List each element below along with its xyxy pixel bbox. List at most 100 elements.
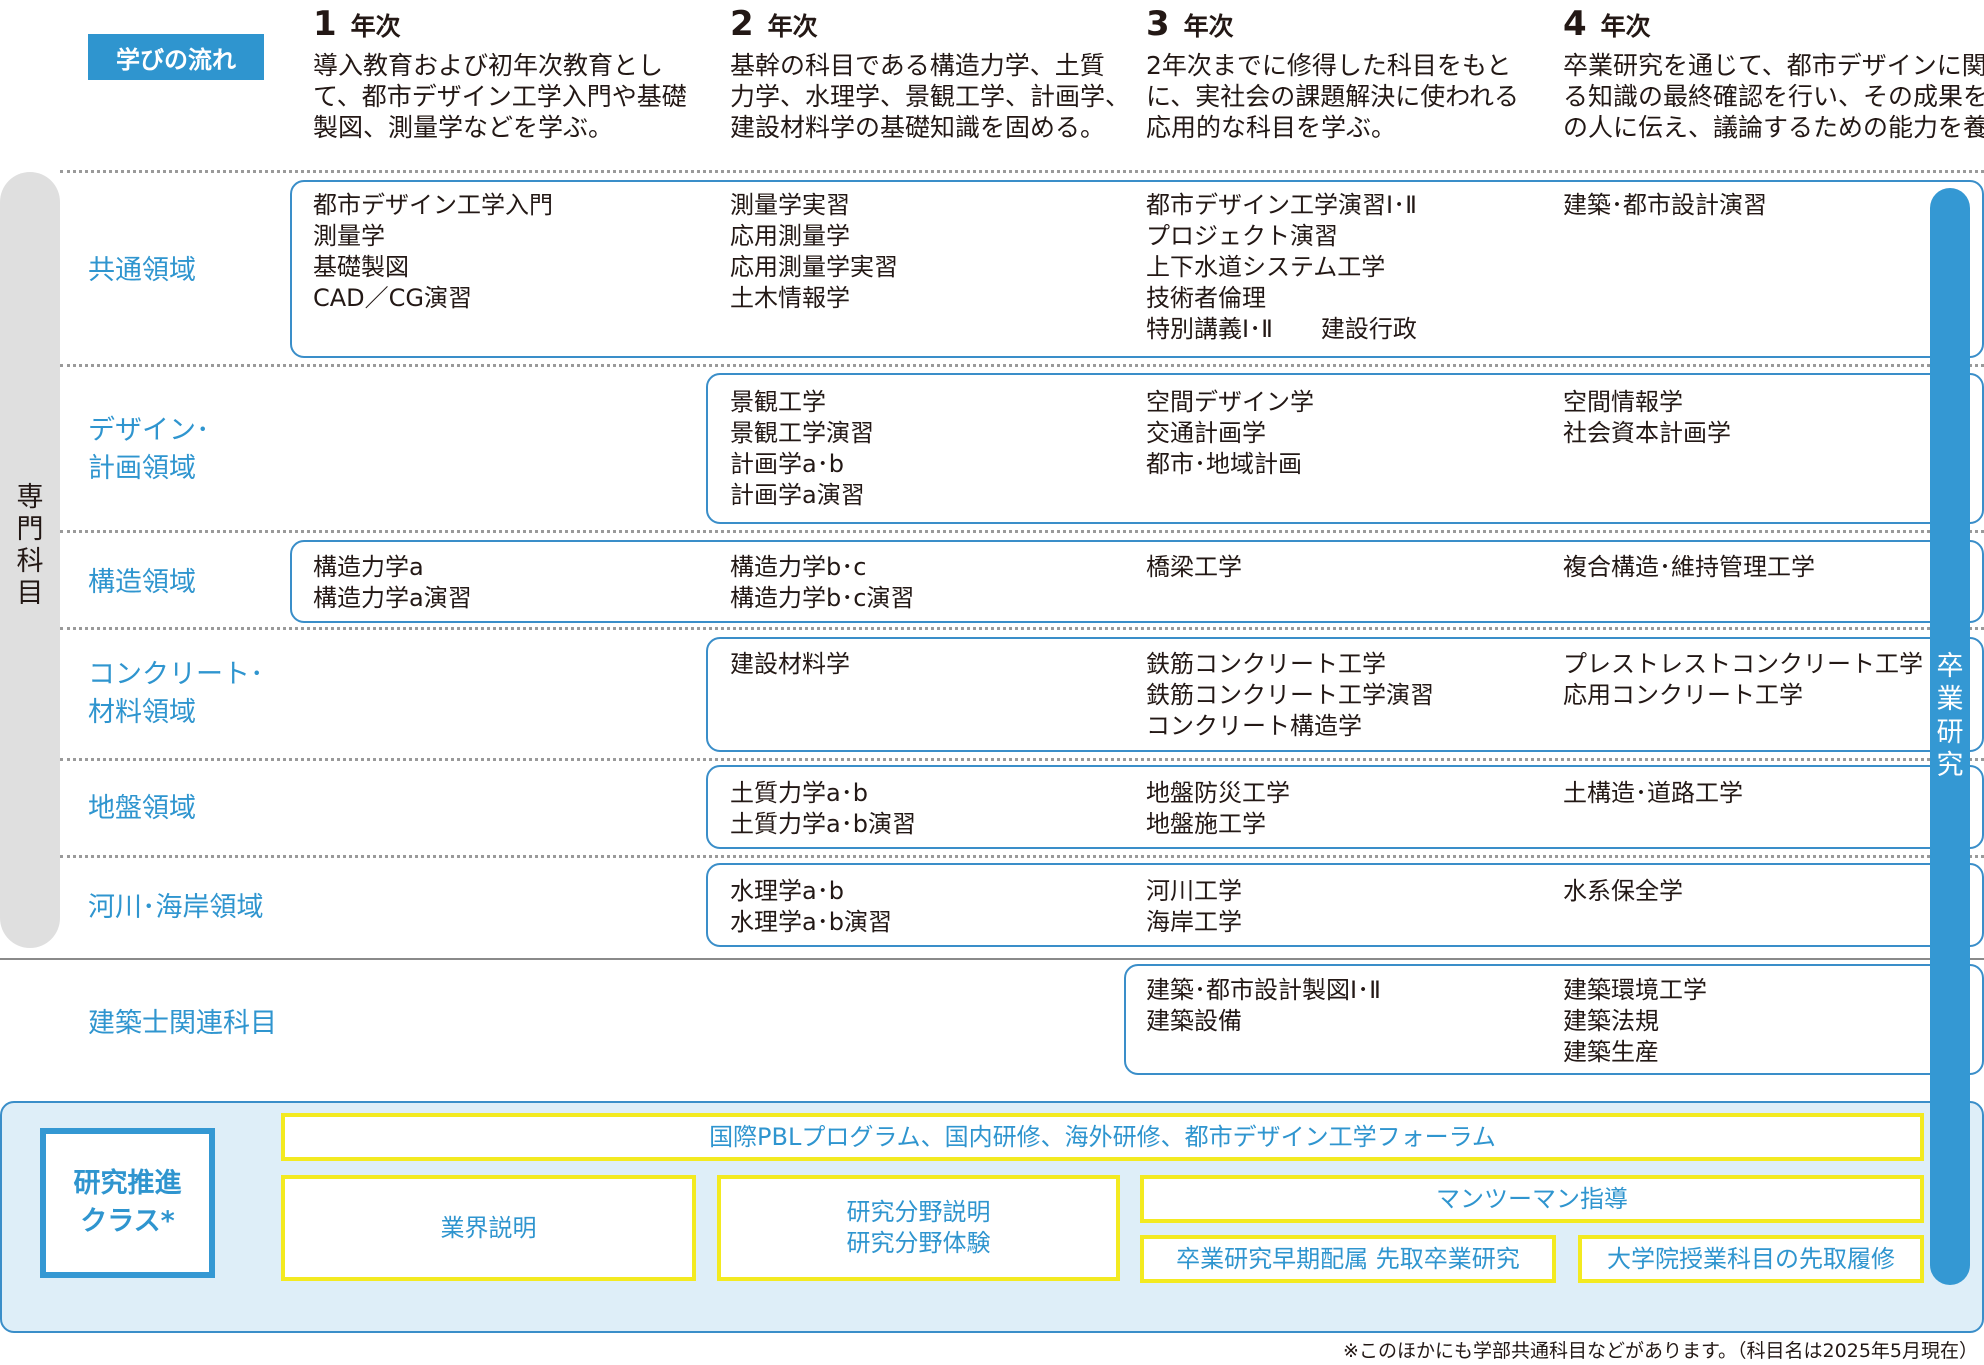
courses-concrete-y4: プレストレストコンクリート工学 応用コンクリート工学	[1563, 649, 1923, 711]
courses-ground-y3: 地盤防災工学 地盤施工学	[1146, 778, 1290, 840]
year-2-description: 基幹の科目である構造力学、土質 力学、水理学、景観工学、計画学、 建設材料学の基…	[730, 50, 1130, 143]
course-item: 水系保全学	[1563, 877, 1683, 905]
domain-common: 共通領域	[88, 252, 196, 290]
graduation-research-char: 業	[1936, 684, 1964, 715]
course-box-river-coast	[706, 863, 1984, 947]
course-item: 計画学a･b	[730, 450, 844, 478]
senmon-char: 目	[16, 578, 44, 609]
year-2-number: 2	[730, 4, 754, 44]
senmon-char: 門	[16, 514, 44, 545]
domain-label: 建築士関連科目	[88, 1008, 277, 1039]
courses-river-y3: 河川工学 海岸工学	[1146, 876, 1242, 938]
row-divider	[60, 530, 1984, 533]
course-box-structure	[290, 540, 1984, 623]
course-item: 水理学a･b	[730, 877, 844, 905]
row-divider	[60, 627, 1984, 630]
year-1-number: 1	[313, 4, 337, 44]
industry-briefing-box: 業界説明	[281, 1175, 696, 1281]
course-item: 構造力学b･c演習	[730, 584, 915, 612]
graduation-research-label: 卒 業 研 究	[1930, 650, 1970, 782]
course-item: 構造力学a演習	[313, 584, 472, 612]
course-item: 上下水道システム工学	[1146, 253, 1386, 281]
year-4-desc-line: の人に伝え、議論するための能力を養う。	[1563, 113, 1984, 142]
graduation-research-char: 研	[1936, 717, 1964, 748]
year-2-desc-line: 力学、水理学、景観工学、計画学、	[730, 82, 1131, 111]
course-item: 建築法規	[1563, 1007, 1659, 1035]
course-item: 構造力学a	[313, 553, 424, 581]
course-item: 空間情報学	[1563, 388, 1683, 416]
course-item: 鉄筋コンクリート工学	[1146, 650, 1386, 678]
senmon-char: 科	[16, 546, 44, 577]
courses-common-y4: 建築･都市設計演習	[1563, 190, 1767, 221]
courses-design-y2: 景観工学 景観工学演習 計画学a･b 計画学a演習	[730, 387, 874, 511]
course-item: 鉄筋コンクリート工学演習	[1146, 681, 1434, 709]
field-briefing-line: 研究分野説明	[846, 1198, 991, 1226]
senmon-char: 専	[16, 482, 44, 513]
year-1-desc-line: 製図、測量学などを学ぶ。	[313, 113, 614, 142]
course-item: コンクリート構造学	[1146, 712, 1362, 740]
year-2-label: 年次	[767, 12, 818, 41]
course-item: 水理学a･b演習	[730, 908, 892, 936]
course-item: 複合構造･維持管理工学	[1563, 553, 1815, 581]
courses-structure-y2: 構造力学b･c 構造力学b･c演習	[730, 552, 914, 614]
domain-label: 材料領域	[88, 697, 196, 728]
domain-concrete-materials: コンクリート･ 材料領域	[88, 656, 264, 732]
course-item: 社会資本計画学	[1563, 419, 1731, 447]
mentoring-box: マンツーマン指導	[1140, 1175, 1924, 1223]
flow-label: 学びの流れ	[88, 34, 264, 80]
year-3-desc-line: に、実社会の課題解決に使われる	[1146, 82, 1520, 111]
year-4-number: 4	[1563, 4, 1587, 44]
course-item: プロジェクト演習	[1146, 222, 1338, 250]
domain-label: 河川･海岸領域	[88, 892, 264, 923]
domain-design-planning: デザイン･計画領域	[88, 412, 210, 488]
domain-label: 共通領域	[88, 255, 196, 286]
graduation-research-char: 卒	[1936, 651, 1964, 682]
courses-design-y3: 空間デザイン学 交通計画学 都市･地域計画	[1146, 387, 1314, 480]
domain-structure: 構造領域	[88, 564, 196, 602]
domain-label: デザイン･	[88, 415, 210, 446]
courses-architect-y4: 建築環境工学 建築法規 建築生産	[1563, 975, 1707, 1068]
course-item: 構造力学b･c	[730, 553, 867, 581]
course-item: 特別講義Ⅰ･Ⅱ 建設行政	[1146, 315, 1417, 343]
course-item: 都市･地域計画	[1146, 450, 1302, 478]
year-1-label: 年次	[350, 12, 401, 41]
year-1-desc-line: 導入教育および初年次教育とし	[313, 51, 664, 80]
row-divider	[60, 170, 1984, 173]
courses-river-y4: 水系保全学	[1563, 876, 1683, 907]
year-2-title: 2 年次	[730, 4, 818, 44]
domain-ground: 地盤領域	[88, 790, 196, 828]
course-box-concrete-materials	[706, 637, 1984, 752]
courses-structure-y3: 橋梁工学	[1146, 552, 1242, 583]
course-item: 景観工学演習	[730, 419, 874, 447]
course-item: 空間デザイン学	[1146, 388, 1314, 416]
course-item: 測量学実習	[730, 191, 850, 219]
courses-common-y3: 都市デザイン工学演習Ⅰ･Ⅱ プロジェクト演習 上下水道システム工学 技術者倫理 …	[1146, 190, 1417, 345]
domain-label: 構造領域	[88, 567, 196, 598]
year-3-number: 3	[1146, 4, 1170, 44]
course-item: 応用測量学	[730, 222, 850, 250]
courses-concrete-y2: 建設材料学	[730, 649, 850, 680]
domain-label: コンクリート･	[88, 659, 264, 690]
footnote: ※このほかにも学部共通科目などがあります。（科目名は2025年5月現在）	[1343, 1340, 1978, 1362]
courses-common-y2: 測量学実習 応用測量学 応用測量学実習 土木情報学	[730, 190, 898, 314]
courses-common-y1: 都市デザイン工学入門 測量学 基礎製図 CAD／CG演習	[313, 190, 553, 314]
course-item: 交通計画学	[1146, 419, 1266, 447]
course-item: CAD／CG演習	[313, 284, 473, 312]
courses-architect-y3: 建築･都市設計製図Ⅰ･Ⅱ 建築設備	[1146, 975, 1381, 1037]
course-box-common	[290, 180, 1984, 358]
course-box-ground	[706, 765, 1984, 849]
year-4-label: 年次	[1600, 12, 1651, 41]
course-item: 建築環境工学	[1563, 976, 1707, 1004]
course-item: 応用測量学実習	[730, 253, 898, 281]
courses-ground-y4: 土構造･道路工学	[1563, 778, 1743, 809]
research-class-label: 研究推進 クラス*	[40, 1128, 215, 1278]
field-briefing-line: 研究分野体験	[846, 1229, 991, 1257]
intl-program-text: 国際PBLプログラム、国内研修、海外研修、都市デザイン工学フォーラム	[709, 1122, 1496, 1151]
year-4-desc-line: る知識の最終確認を行い、その成果を他	[1563, 82, 1984, 111]
year-1-description: 導入教育および初年次教育とし て、都市デザイン工学入門や基礎 製図、測量学などを…	[313, 50, 687, 143]
row-divider	[60, 758, 1984, 761]
courses-structure-y4: 複合構造･維持管理工学	[1563, 552, 1815, 583]
domain-architect: 建築士関連科目	[88, 1005, 277, 1043]
courses-ground-y2: 土質力学a･b 土質力学a･b演習	[730, 778, 916, 840]
course-item: 河川工学	[1146, 877, 1242, 905]
